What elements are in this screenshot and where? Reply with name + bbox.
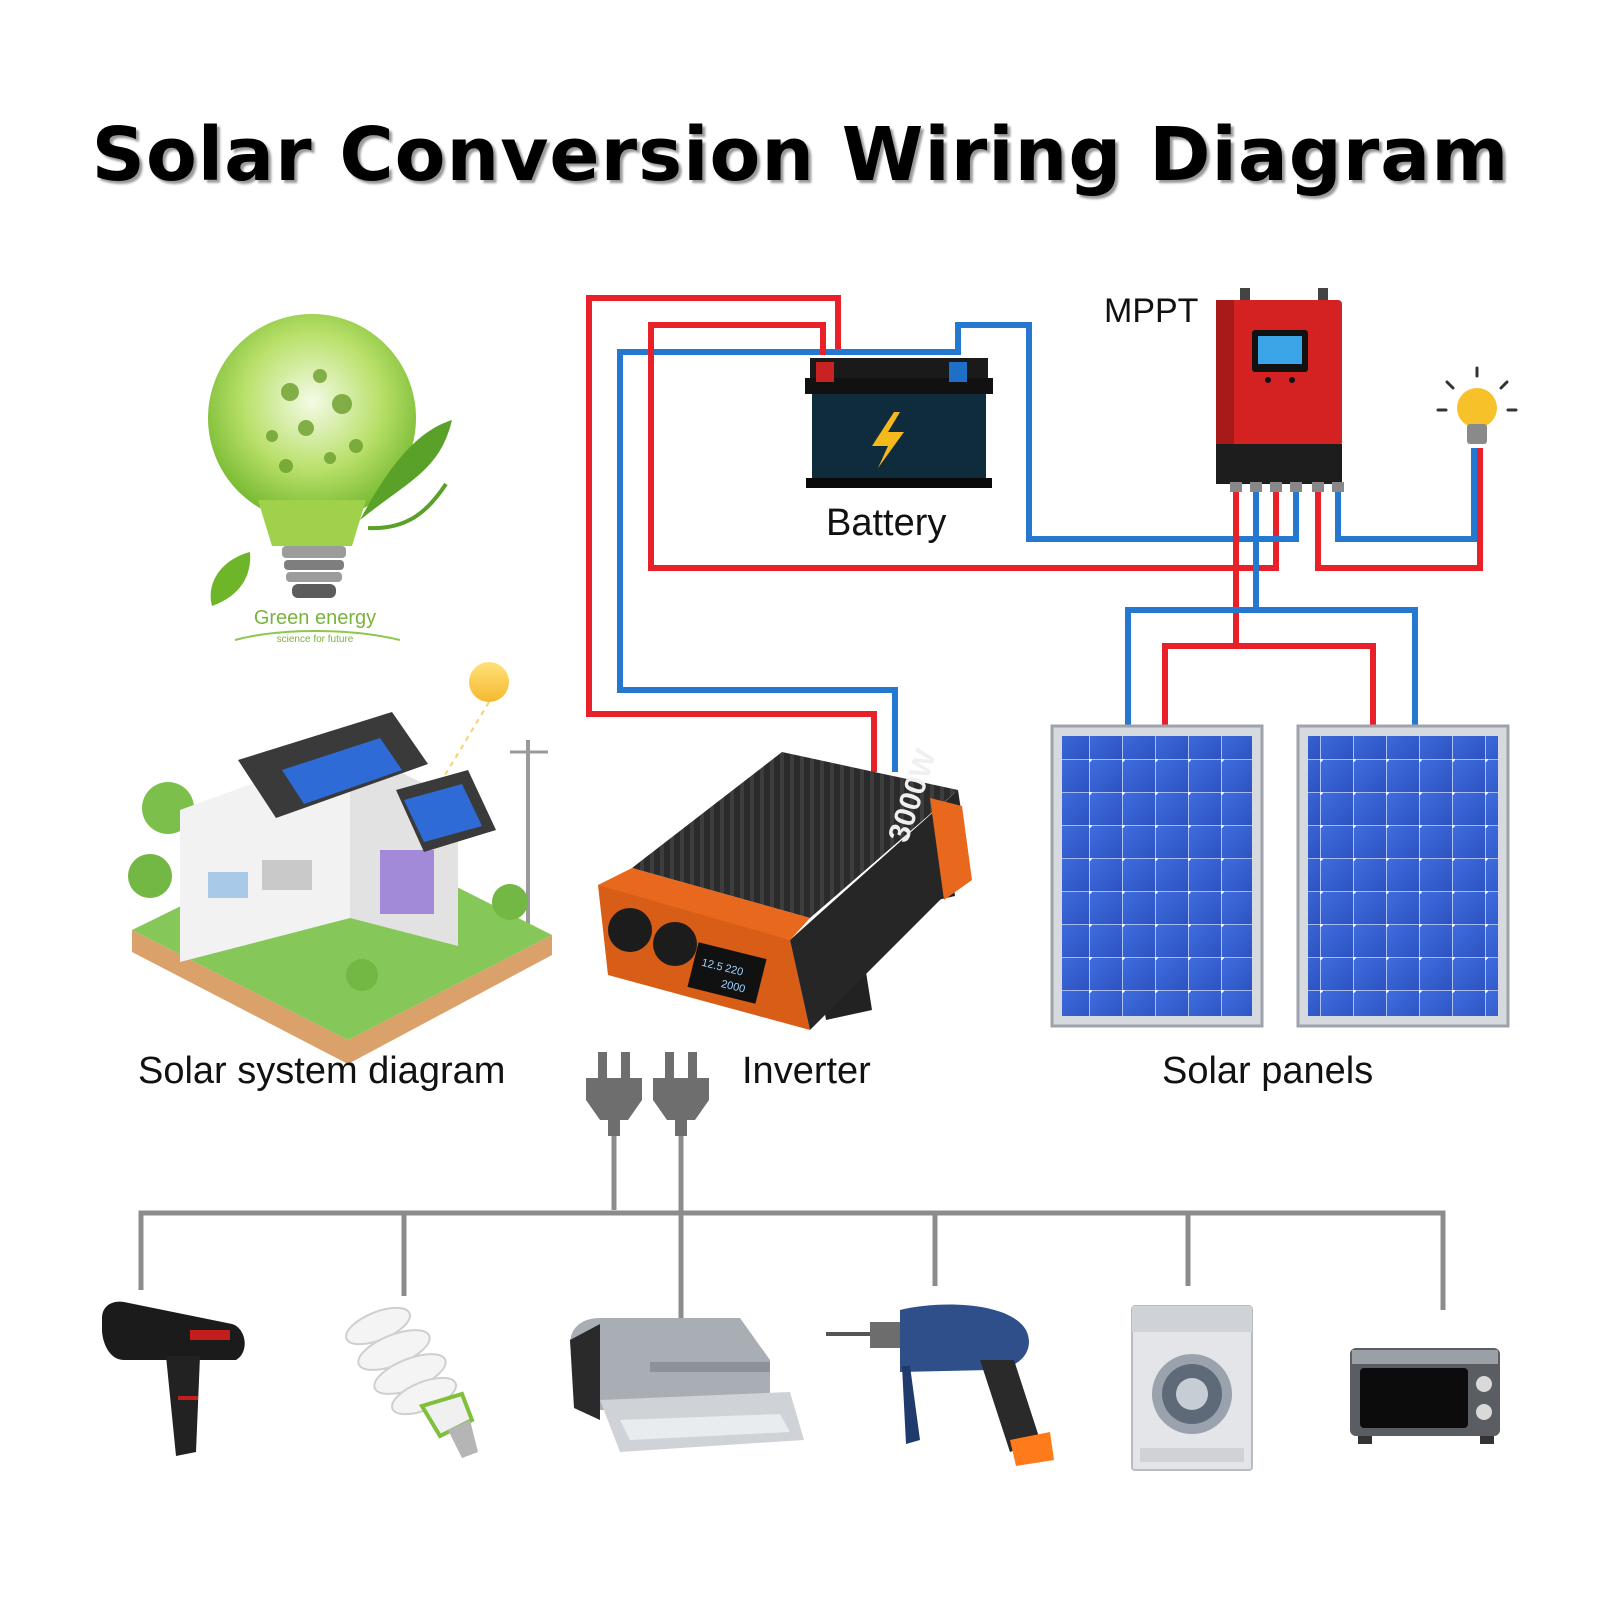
inverter-display-watts: 2000 xyxy=(720,978,747,996)
dc-wiring xyxy=(586,295,1483,772)
cfl-bulb-icon xyxy=(345,1306,478,1458)
ac-wiring xyxy=(138,1136,1446,1318)
oven-icon xyxy=(1350,1348,1500,1444)
plug-icon xyxy=(653,1052,709,1136)
light-bulb-icon xyxy=(1436,366,1518,444)
plug-icon xyxy=(586,1052,642,1136)
solar-panel-icon xyxy=(1050,724,1264,1028)
page-title: Solar Conversion Wiring Diagram xyxy=(91,112,1510,198)
mppt-label: MPPT xyxy=(1104,292,1199,330)
solar-system-label: Solar system diagram xyxy=(138,1050,506,1092)
solar-panel-icon xyxy=(1296,724,1510,1028)
solar-panels-label: Solar panels xyxy=(1162,1050,1374,1092)
house-icon xyxy=(128,662,552,1064)
washing-machine-icon xyxy=(1131,1305,1253,1471)
green-energy-caption: Green energy xyxy=(254,607,376,629)
drill-icon xyxy=(826,1304,1054,1466)
inverter-display-voltage: 220 xyxy=(724,963,745,979)
green-energy-subcaption: science for future xyxy=(277,634,354,645)
inverter-icon: 12.5 220 2000 3000W xyxy=(598,745,972,1030)
green-energy-bulb-icon: Green energy science for future xyxy=(208,314,452,645)
inverter-display-input: 12.5 xyxy=(700,957,724,974)
mppt-controller-icon xyxy=(1216,288,1344,492)
printer-icon xyxy=(570,1318,804,1452)
hair-dryer-icon xyxy=(102,1301,245,1456)
battery-icon xyxy=(805,358,993,488)
inverter-label: Inverter xyxy=(742,1050,871,1092)
battery-label: Battery xyxy=(826,502,947,544)
